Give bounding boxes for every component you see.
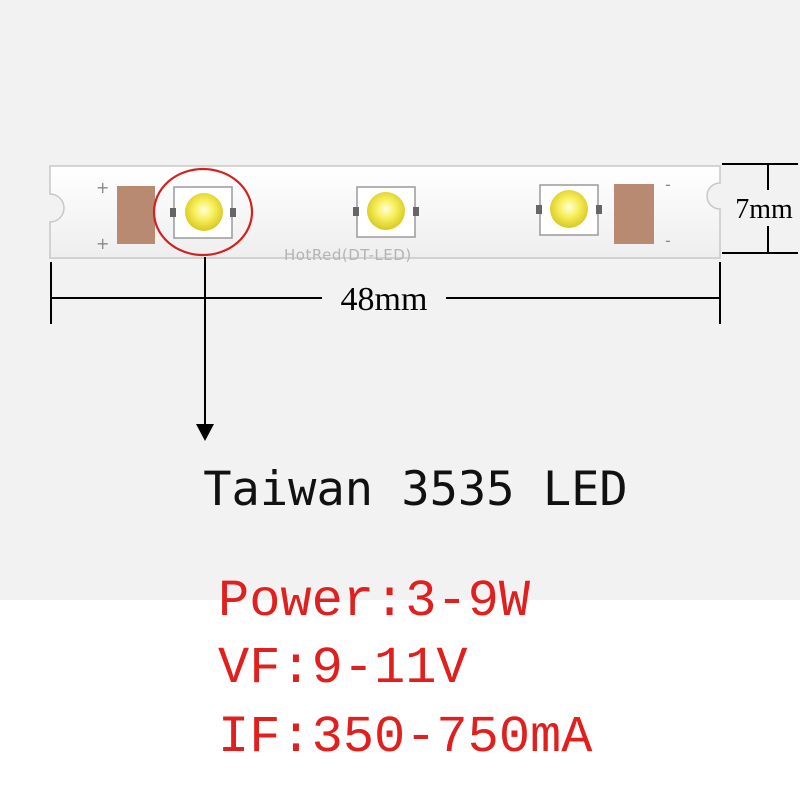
spec-forward-current: IF:350-750mA	[218, 708, 593, 767]
led-chip-2	[353, 186, 419, 238]
led-board-diagram: + + - - HotRed(DT-LED) 48mm 7mm	[49, 163, 798, 441]
led-chip-3	[536, 184, 602, 236]
minus-mark-top: -	[665, 175, 671, 194]
left-solder-pad	[117, 186, 155, 244]
plus-mark-bottom: +	[96, 234, 109, 253]
callout-arrow-head	[196, 424, 214, 441]
spec-forward-voltage: VF:9-11V	[218, 639, 468, 698]
spec-power: Power:3-9W	[218, 572, 531, 631]
product-title: Taiwan 3535 LED	[203, 462, 628, 517]
width-label: 7mm	[735, 194, 793, 225]
minus-mark-bottom: -	[665, 231, 671, 250]
highlight-circle	[152, 167, 254, 257]
led-chip-1	[170, 186, 236, 239]
plus-mark-top: +	[96, 178, 109, 197]
right-solder-pad	[614, 184, 654, 244]
silkscreen-label: HotRed(DT-LED)	[284, 246, 412, 264]
photo-background	[0, 0, 800, 600]
length-label: 48mm	[341, 281, 428, 318]
